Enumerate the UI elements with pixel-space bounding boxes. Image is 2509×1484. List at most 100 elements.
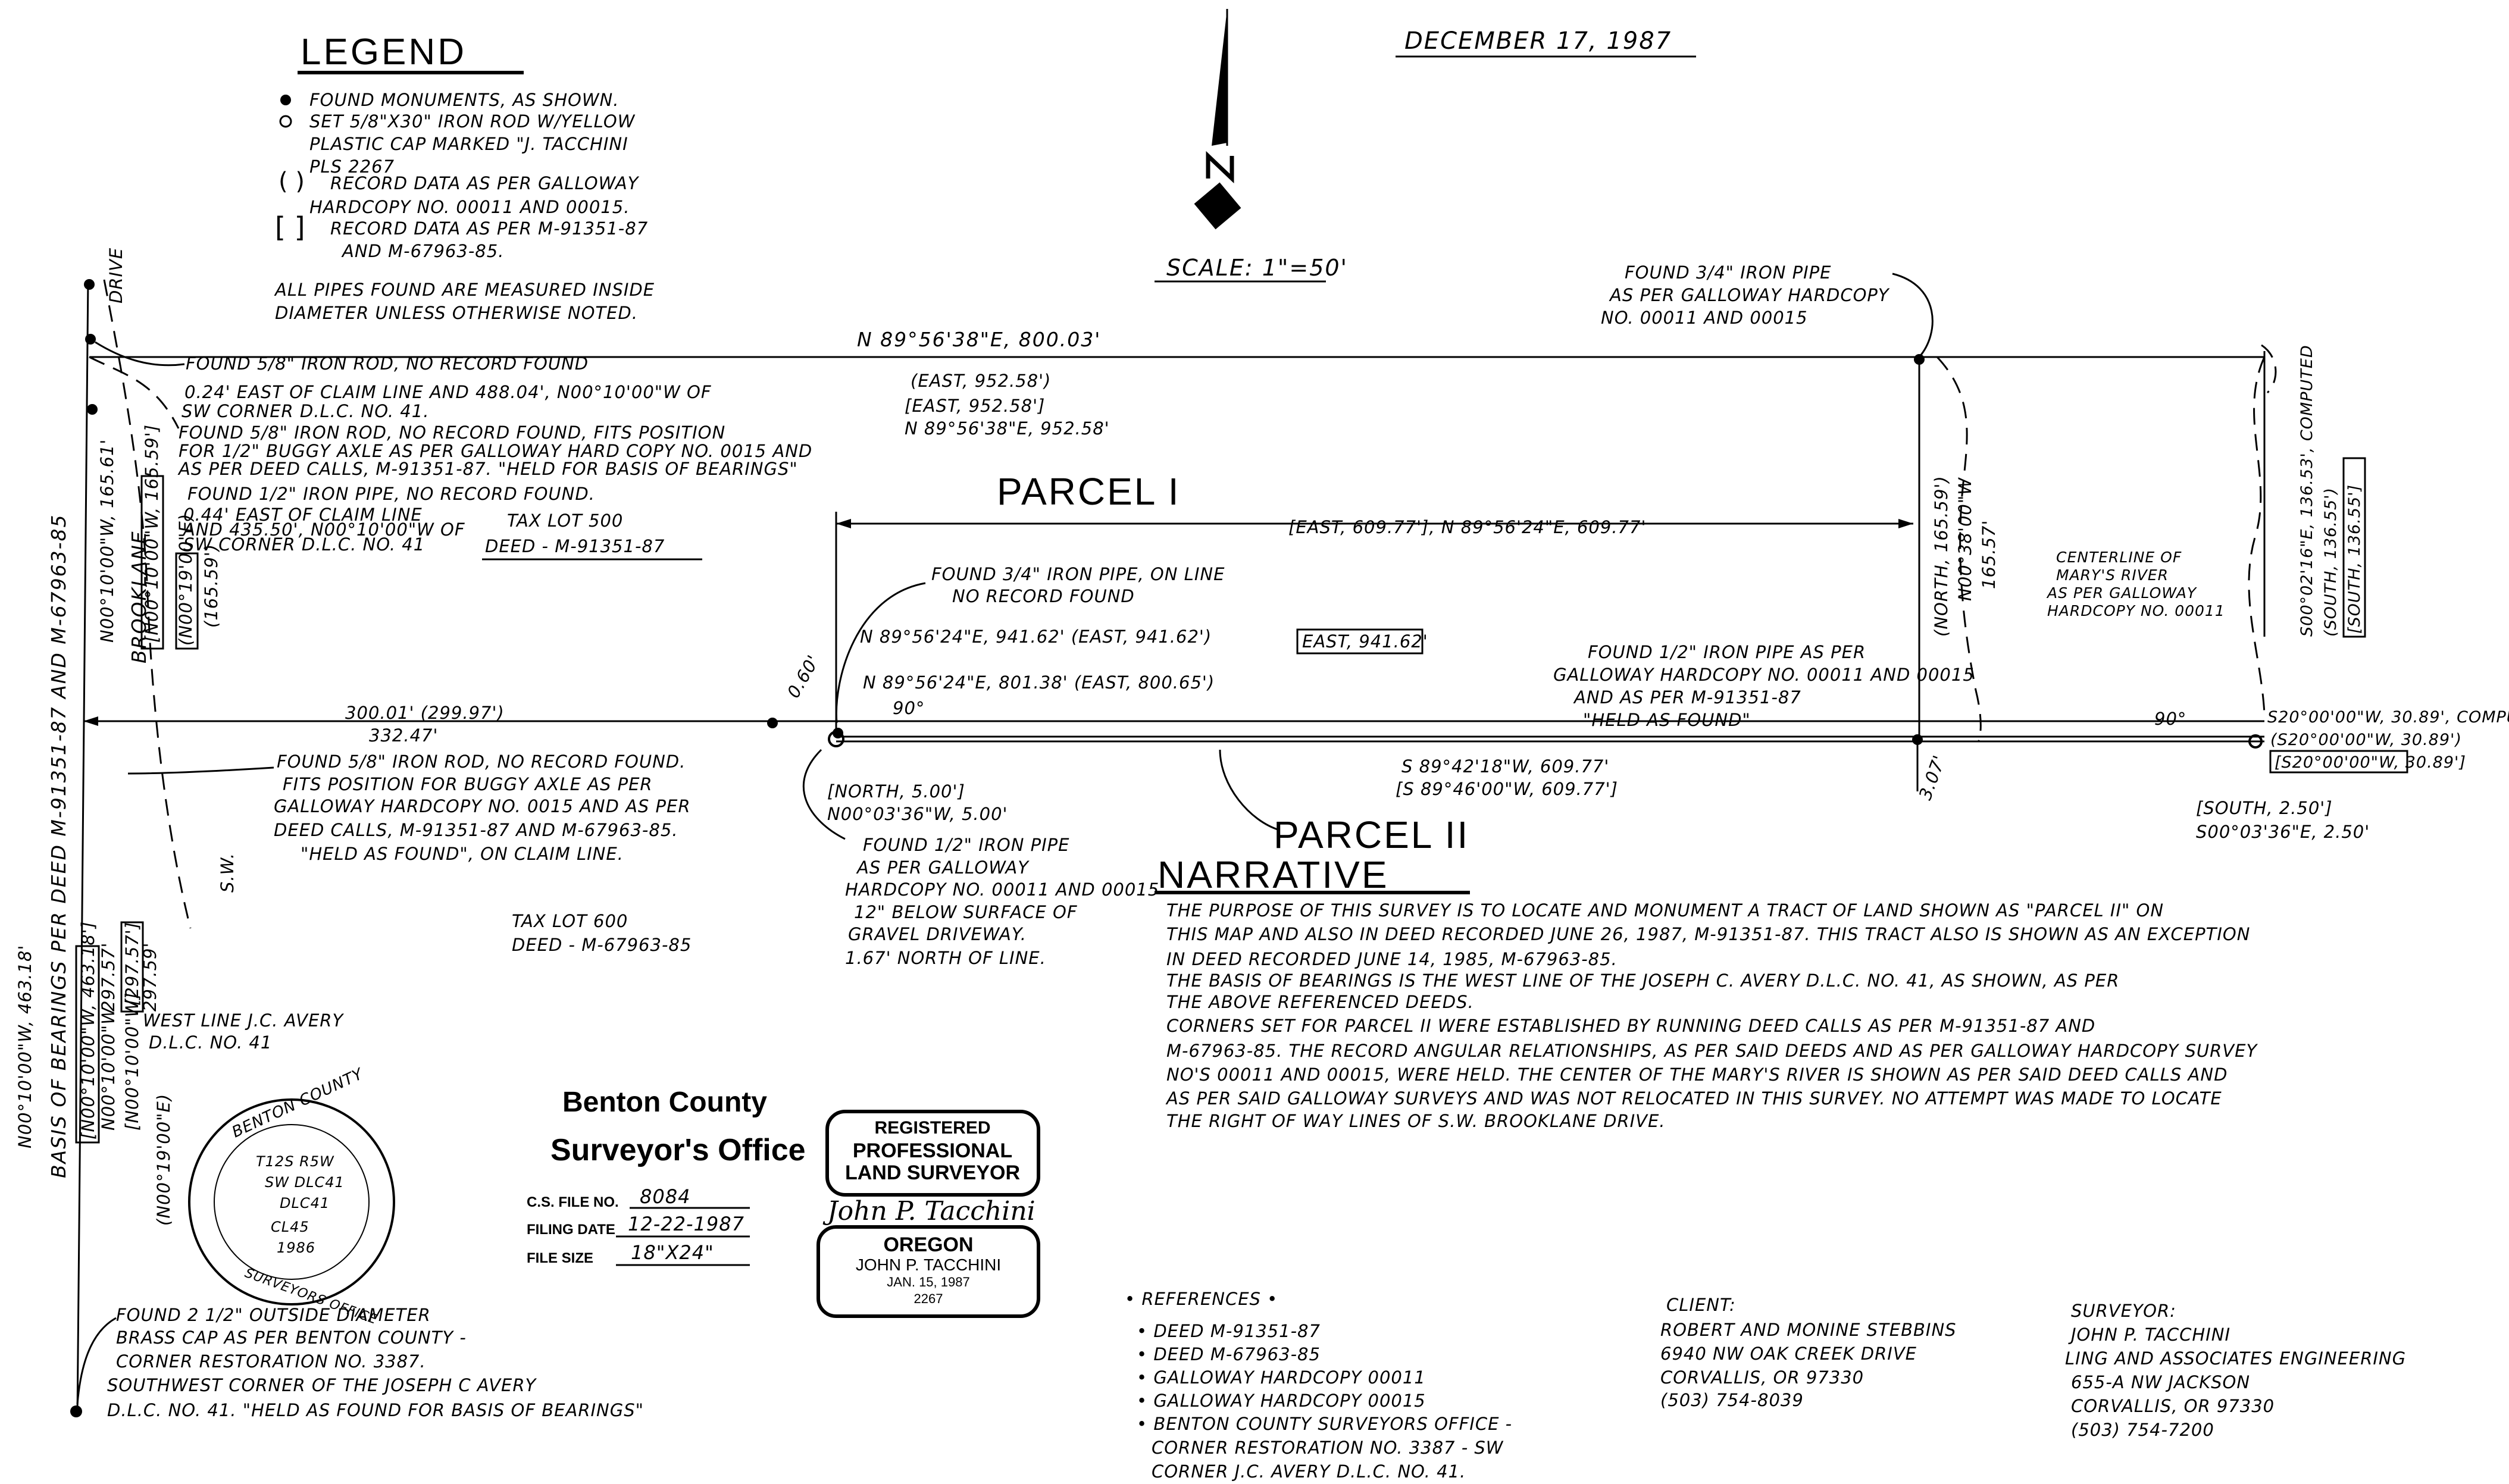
svg-text:THE ABOVE REFERENCED DEEDS.: THE ABOVE REFERENCED DEEDS. [1166,992,1474,1012]
svg-text:Benton County: Benton County [562,1087,767,1118]
svg-text:ALL PIPES FOUND ARE MEASURED I: ALL PIPES FOUND ARE MEASURED INSIDE [274,280,655,300]
svg-text:[EAST, 952.58']: [EAST, 952.58'] [905,396,1045,416]
svg-text:BENTON COUNTY: BENTON COUNTY [229,1065,367,1141]
svg-text:JOHN P. TACCHINI: JOHN P. TACCHINI [856,1256,1001,1274]
svg-text:AS PER GALLOWAY: AS PER GALLOWAY [856,857,1030,878]
svg-text:• DEED M-67963-85: • DEED M-67963-85 [1137,1344,1321,1364]
svg-text:DEED - M-67963-85: DEED - M-67963-85 [512,935,692,955]
svg-text:1.67' NORTH OF LINE.: 1.67' NORTH OF LINE. [845,948,1046,968]
county-file-stamp: Benton County Surveyor's Office C.S. FIL… [527,1087,806,1266]
svg-text:"HELD AS FOUND": "HELD AS FOUND" [1583,710,1751,730]
monument-sw-found [833,728,843,738]
narrative-title: NARRATIVE [1157,853,1389,896]
svg-text:N 89°56'38"E, 952.58': N 89°56'38"E, 952.58' [905,418,1110,439]
scale-label: SCALE: 1"=50' [1166,255,1348,281]
bracket-icon: [ ] [275,211,305,243]
benton-county-seal: BENTON COUNTY SURVEYORS OFFICE T12S R5W … [188,1065,395,1328]
svg-text:N 89°56'24"E, 941.62' (EAST, 9: N 89°56'24"E, 941.62' (EAST, 941.62') [860,627,1212,647]
svg-text:PLS 2267: PLS 2267 [309,156,395,177]
svg-text:[N00°10'00"W, 165.59']: [N00°10'00"W, 165.59'] [142,424,162,643]
svg-text:FILING DATE: FILING DATE [527,1222,615,1238]
monument-sw-brass-cap [70,1405,82,1417]
svg-text:AND AS PER M-91351-87: AND AS PER M-91351-87 [1573,687,1801,707]
svg-text:FOUND 3/4" IRON PIPE: FOUND 3/4" IRON PIPE [1625,262,1832,283]
drive-label: DRIVE [106,248,126,303]
svg-text:FOUND 5/8" IRON ROD, NO RECORD: FOUND 5/8" IRON ROD, NO RECORD FOUND [186,353,589,374]
monument-mid [1912,734,1923,745]
svg-text:[SOUTH, 2.50']: [SOUTH, 2.50'] [2196,798,2333,818]
svg-text:SW DLC41: SW DLC41 [265,1174,345,1191]
svg-text:(503) 754-7200: (503) 754-7200 [2071,1420,2214,1440]
svg-text:165.57': 165.57' [1979,520,1999,589]
svg-text:FOUND 1/2" IRON PIPE AS PER: FOUND 1/2" IRON PIPE AS PER [1588,642,1866,662]
svg-text:REGISTERED: REGISTERED [874,1118,990,1138]
svg-text:"HELD AS FOUND", ON CLAIM LINE: "HELD AS FOUND", ON CLAIM LINE. [301,844,624,864]
svg-text:JOHN P. TACCHINI: JOHN P. TACCHINI [2068,1325,2230,1345]
svg-text:297.57': 297.57' [98,943,118,1012]
svg-text:CORVALLIS, OR 97330: CORVALLIS, OR 97330 [2071,1396,2275,1416]
svg-text:SW CORNER D.L.C. NO. 41: SW CORNER D.L.C. NO. 41 [183,534,425,555]
legend-title: LEGEND [301,32,467,73]
svg-text:(EAST, 952.58'): (EAST, 952.58') [911,371,1051,391]
surveyor-title: SURVEYOR: [2071,1301,2176,1321]
svg-text:BRASS CAP AS PER BENTON COUNTY: BRASS CAP AS PER BENTON COUNTY - [116,1328,467,1348]
svg-text:SOUTHWEST CORNER OF THE JOSEPH: SOUTHWEST CORNER OF THE JOSEPH C AVERY [107,1375,537,1395]
svg-text:0.24' EAST OF CLAIM LINE AND 4: 0.24' EAST OF CLAIM LINE AND 488.04', N0… [184,382,712,402]
svg-text:NO RECORD FOUND: NO RECORD FOUND [952,586,1135,606]
svg-text:18"X24": 18"X24" [631,1241,714,1264]
parcel-2-label: PARCEL II [1274,813,1469,856]
svg-text:AS PER DEED CALLS, M-91351-87.: AS PER DEED CALLS, M-91351-87. "HELD FOR… [177,459,798,479]
svg-text:DEED - M-91351-87: DEED - M-91351-87 [485,536,665,556]
svg-text:CORNER J.C. AVERY D.L.C. NO. 4: CORNER J.C. AVERY D.L.C. NO. 41. [1152,1461,1466,1482]
svg-text:CL45: CL45 [271,1219,309,1235]
svg-text:GRAVEL DRIVEWAY.: GRAVEL DRIVEWAY. [848,924,1027,944]
references-title: • REFERENCES • [1125,1289,1278,1309]
north-line-bearing: N 89°56'38"E, 800.03' [857,328,1101,351]
svg-text:90°: 90° [893,698,925,718]
svg-text:MARY'S RIVER: MARY'S RIVER [2056,566,2169,584]
svg-text:(503) 754-8039: (503) 754-8039 [1660,1390,1804,1410]
svg-text:D.L.C. NO. 41. "HELD AS FOUND: D.L.C. NO. 41. "HELD AS FOUND FOR BASIS … [107,1400,644,1420]
svg-text:AS PER SAID GALLOWAY SURVEYS A: AS PER SAID GALLOWAY SURVEYS AND WAS NOT… [1165,1088,2222,1109]
svg-text:[297.57']: [297.57'] [122,922,142,1006]
svg-text:D.L.C. NO. 41: D.L.C. NO. 41 [149,1032,272,1053]
svg-text:[EAST, 609.77'], N 89°56'24"E,: [EAST, 609.77'], N 89°56'24"E, 609.77' [1288,517,1646,537]
monument-nw-3 [87,404,98,415]
monument-ne [1914,354,1925,365]
svg-text:M-67963-85. THE RECORD ANGULAR: M-67963-85. THE RECORD ANGULAR RELATIONS… [1166,1041,2258,1061]
svg-text:THE PURPOSE OF THIS SURVEY IS: THE PURPOSE OF THIS SURVEY IS TO LOCATE … [1166,900,2164,921]
svg-text:0.44' EAST OF CLAIM LINE: 0.44' EAST OF CLAIM LINE [183,505,423,525]
svg-text:(SOUTH, 136.55'): (SOUTH, 136.55') [2322,487,2340,637]
svg-text:N00°10'00"W: N00°10'00"W [98,1007,118,1131]
basis-of-bearings: BASIS OF BEARINGS PER DEED M-91351-87 AN… [47,514,70,1178]
svg-text:ROBERT AND MONINE STEBBINS: ROBERT AND MONINE STEBBINS [1660,1320,1957,1340]
svg-text:AND M-67963-85.: AND M-67963-85. [341,241,504,261]
svg-text:CORNER RESTORATION NO. 3387 -: CORNER RESTORATION NO. 3387 - SW [1152,1438,1504,1458]
svg-text:N00°03'36"W, 5.00': N00°03'36"W, 5.00' [827,804,1008,824]
svg-text:AS PER GALLOWAY: AS PER GALLOWAY [2046,584,2197,602]
svg-text:RECORD DATA AS PER M-91351-87: RECORD DATA AS PER M-91351-87 [330,218,648,239]
svg-text:C.S. FILE NO.: C.S. FILE NO. [527,1194,619,1210]
svg-text:FOUND 1/2" IRON PIPE: FOUND 1/2" IRON PIPE [863,835,1070,855]
found-monument-icon [280,95,291,105]
svg-text:[SOUTH, 136.55']: [SOUTH, 136.55'] [2345,484,2364,634]
svg-text:[N00°10'00"W, 463.18']: [N00°10'00"W, 463.18'] [78,921,98,1139]
legend-found: FOUND MONUMENTS, AS SHOWN. [309,90,619,110]
svg-text:GALLOWAY HARDCOPY NO. 0015 AND: GALLOWAY HARDCOPY NO. 0015 AND AS PER [274,796,691,816]
svg-text:NO'S 00011 AND 00015, WERE HEL: NO'S 00011 AND 00015, WERE HELD. THE CEN… [1166,1065,2228,1085]
svg-text:1986: 1986 [277,1239,315,1256]
svg-text:S.W.: S.W. [217,853,237,893]
svg-text:FOUND 5/8" IRON ROD, NO RECORD: FOUND 5/8" IRON ROD, NO RECORD FOUND, FI… [179,422,725,443]
survey-date: DECEMBER 17, 1987 [1404,27,1672,55]
svg-text:FOUND 1/2" IRON PIPE, NO RECOR: FOUND 1/2" IRON PIPE, NO RECORD FOUND. [187,484,595,504]
client-title: CLIENT: [1666,1295,1736,1315]
monument-se [2248,734,2263,749]
svg-text:N00°38'00"W: N00°38'00"W [1955,477,1975,601]
svg-text:FOUND 2 1/2" OUTSIDE DIAMETER: FOUND 2 1/2" OUTSIDE DIAMETER [116,1305,431,1325]
svg-text:RECORD DATA AS PER GALLOWAY: RECORD DATA AS PER GALLOWAY [330,173,640,193]
svg-text:THE BASIS OF BEARINGS IS THE W: THE BASIS OF BEARINGS IS THE WEST LINE O… [1166,970,2119,991]
svg-text:OREGON: OREGON [883,1233,973,1256]
monument-nw-1 [84,279,95,290]
svg-text:JAN. 15, 1987: JAN. 15, 1987 [887,1275,969,1289]
svg-text:FOUND 3/4" IRON PIPE, ON LINE: FOUND 3/4" IRON PIPE, ON LINE [931,564,1225,584]
